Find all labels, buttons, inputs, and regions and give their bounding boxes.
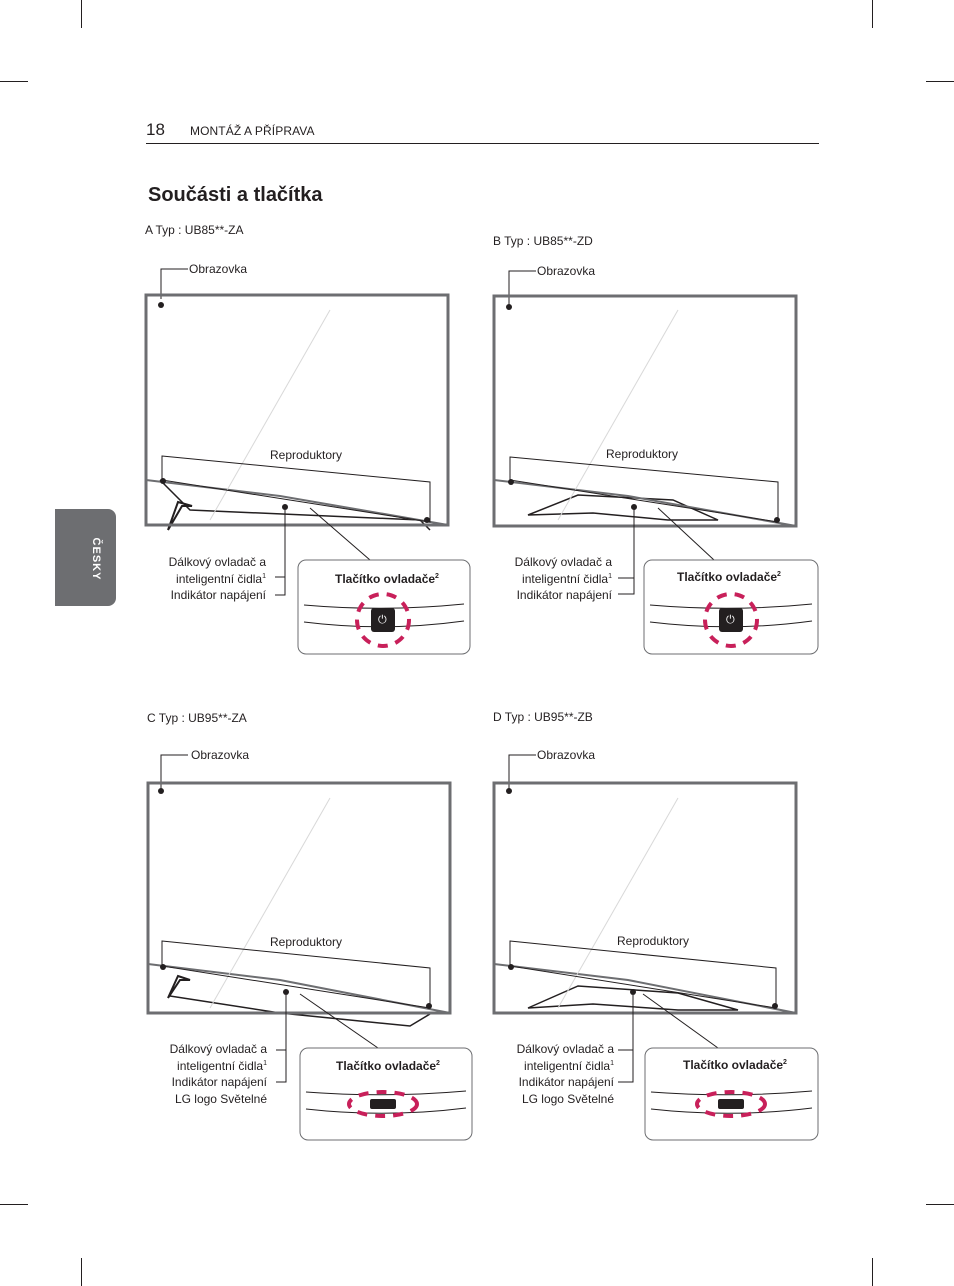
type-label: A Typ : UB85**-ZA (145, 223, 244, 237)
language-tab-label: ČESKY (90, 537, 102, 581)
controller-button-label: Tlačítko ovladače2 (336, 1059, 440, 1073)
crop-mark (872, 1258, 873, 1286)
crop-mark (872, 0, 873, 28)
power-icon: ⏻ (726, 614, 735, 626)
screen-label: Obrazovka (189, 262, 248, 276)
screen-label: Obrazovka (537, 748, 596, 762)
crop-mark (81, 1258, 82, 1286)
crop-mark (926, 81, 954, 82)
language-tab (55, 509, 116, 606)
remote-sensor-label: Dálkový ovladač a inteligentní čidla1 In… (169, 1042, 267, 1106)
tv-illustration (144, 268, 471, 655)
screen-label: Obrazovka (191, 748, 250, 762)
type-label: B Typ : UB85**-ZD (493, 234, 593, 248)
remote-sensor-label: Dálkový ovladač a inteligentní čidla1 In… (516, 1042, 614, 1106)
controller-button-label: Tlačítko ovladače2 (335, 572, 439, 586)
header-rule (146, 143, 819, 144)
crop-mark (0, 1204, 28, 1205)
section-title: MONTÁŽ A PŘÍPRAVA (190, 124, 315, 138)
speakers-label: Reproduktory (617, 934, 690, 948)
panel-type-c: C Typ : UB95**-ZA Obrazovka Reproduktory… (130, 708, 476, 1148)
crop-mark (926, 1204, 954, 1205)
crop-mark (81, 0, 82, 28)
page-title: Součásti a tlačítka (148, 184, 323, 206)
type-label: C Typ : UB95**-ZA (147, 711, 247, 725)
speakers-label: Reproduktory (270, 448, 343, 462)
crop-mark (0, 81, 28, 82)
speakers-label: Reproduktory (606, 447, 679, 461)
tv-illustration (146, 754, 473, 1141)
remote-sensor-label: Dálkový ovladač a inteligentní čidla1 In… (514, 555, 612, 602)
panel-type-d: D Typ : UB95**-ZB Obrazovka Reproduktory… (478, 708, 824, 1148)
remote-sensor-label: Dálkový ovladač a inteligentní čidla1 In… (168, 555, 266, 602)
controller-button-label: Tlačítko ovladače2 (683, 1058, 787, 1072)
type-label: D Typ : UB95**-ZB (493, 710, 593, 724)
panel-type-b: B Typ : UB85**-ZD Obrazovka Reproduktory… (478, 230, 824, 670)
page-number: 18 (146, 120, 165, 139)
speakers-label: Reproduktory (270, 935, 343, 949)
screen-label: Obrazovka (537, 264, 596, 278)
tv-illustration (492, 270, 819, 655)
controller-button-label: Tlačítko ovladače2 (677, 570, 781, 584)
power-icon: ⏻ (378, 614, 387, 626)
panel-type-a: A Typ : UB85**-ZA Obrazovka Reproduktory… (130, 220, 476, 660)
tv-illustration (492, 754, 819, 1141)
